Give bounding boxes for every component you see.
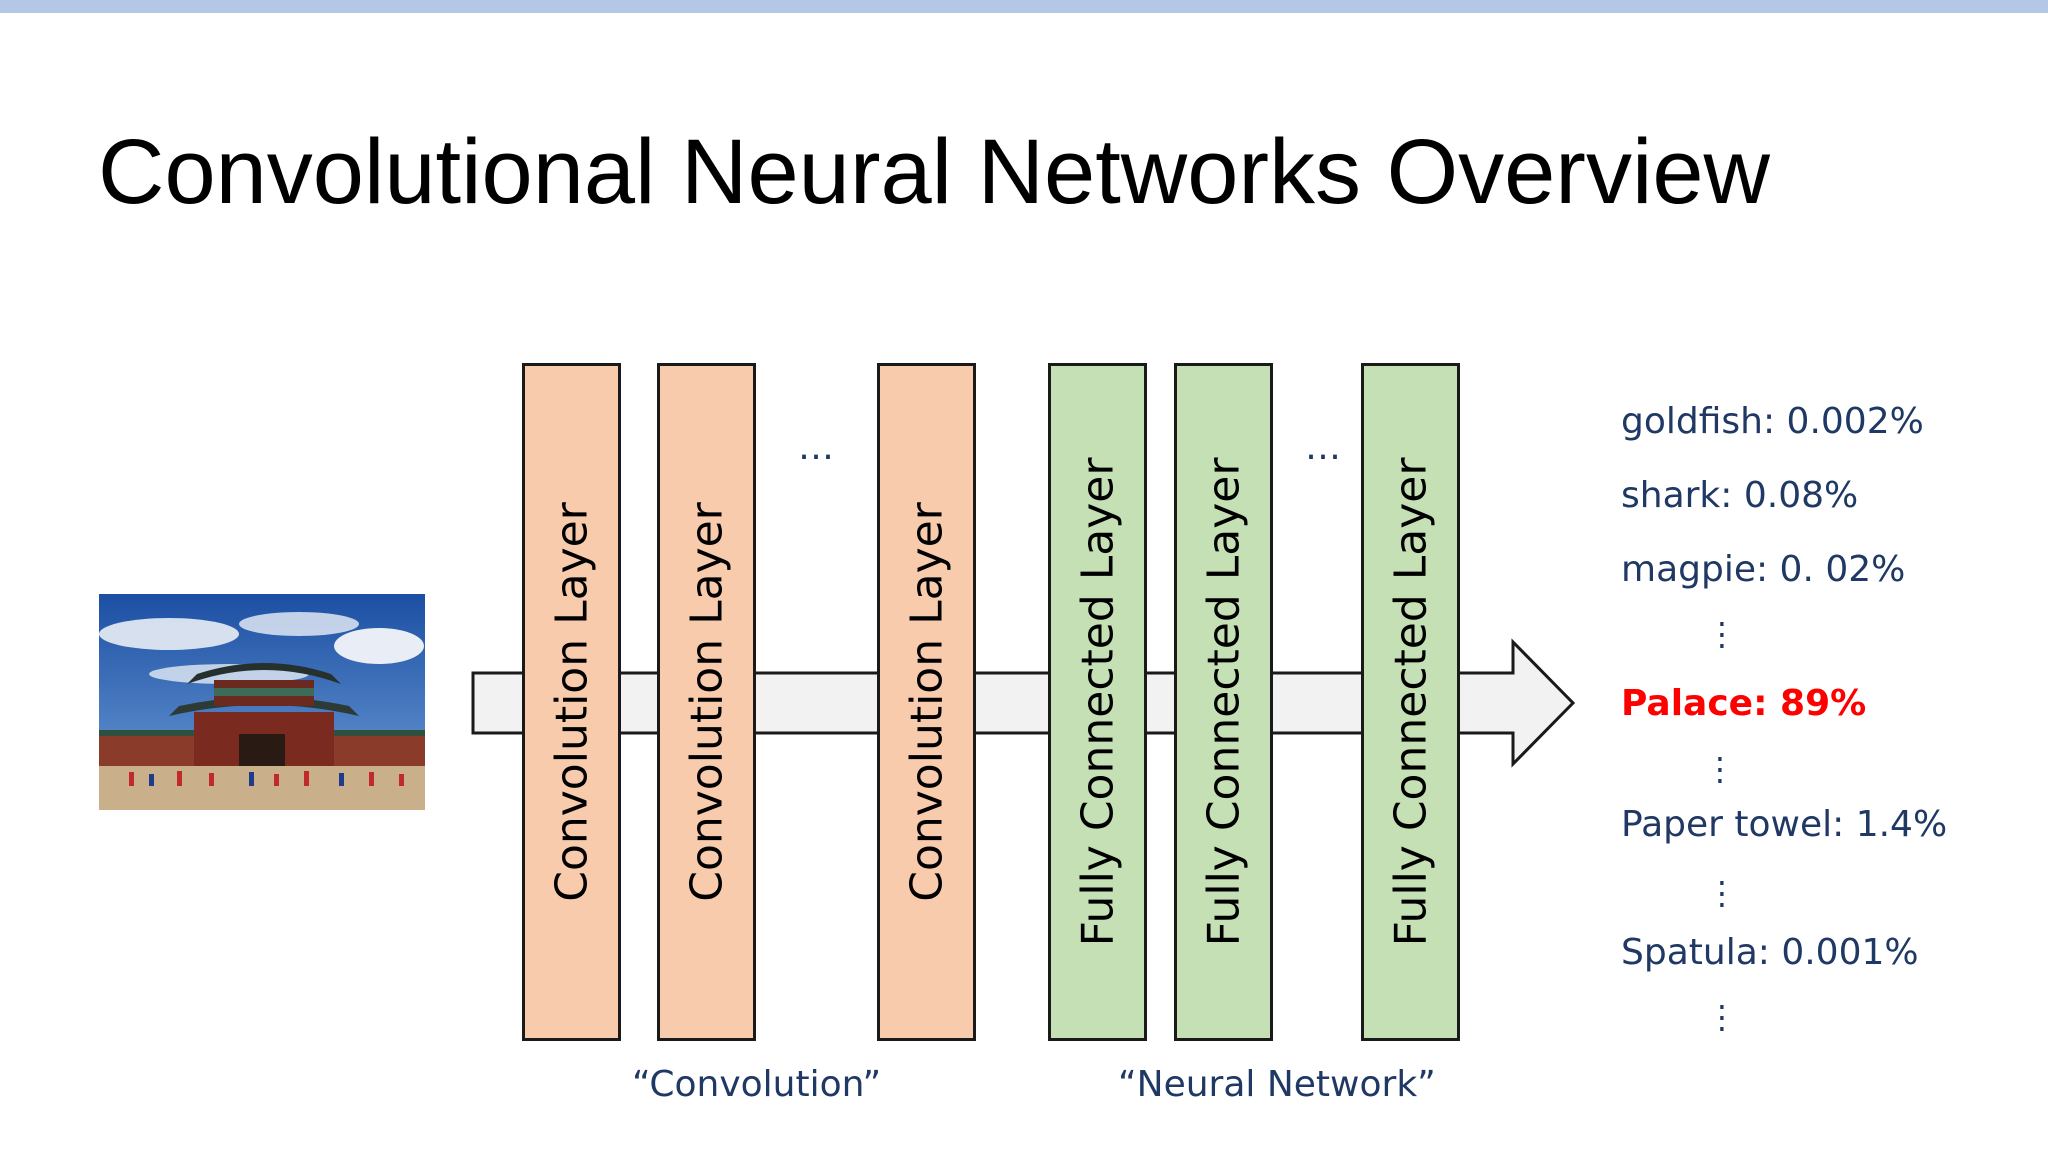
convolution-layer-1: Convolution Layer — [522, 363, 621, 1041]
prediction-paper-towel: Paper towel: 1.4% — [1621, 804, 1948, 845]
prediction-palace: Palace: 89% — [1621, 683, 1867, 724]
layer-label: Convolution Layer — [546, 502, 597, 902]
prediction-vdots-3: ⋮ — [1706, 874, 1738, 912]
layer-label: Fully Connected Layer — [1198, 457, 1249, 947]
prediction-shark: shark: 0.08% — [1621, 475, 1859, 516]
prediction-goldfish: goldfish: 0.002% — [1621, 401, 1924, 442]
prediction-vdots-4: ⋮ — [1706, 998, 1738, 1036]
prediction-vdots-1: ⋮ — [1706, 615, 1738, 653]
layer-label: Fully Connected Layer — [1385, 457, 1436, 947]
input-palace-photo — [99, 594, 425, 810]
conv-ellipsis: … — [798, 427, 834, 468]
prediction-vdots-2: ⋮ — [1704, 750, 1736, 788]
convolution-caption: “Convolution” — [632, 1064, 882, 1105]
fully-connected-layer-3: Fully Connected Layer — [1361, 363, 1460, 1041]
slide-title: Convolutional Neural Networks Overview — [98, 121, 1770, 223]
neural-network-caption: “Neural Network” — [1118, 1064, 1436, 1105]
top-accent-bar — [0, 0, 2048, 13]
layer-label: Fully Connected Layer — [1072, 457, 1123, 947]
layer-label: Convolution Layer — [681, 502, 732, 902]
fully-connected-layer-1: Fully Connected Layer — [1048, 363, 1147, 1041]
layer-label: Convolution Layer — [901, 502, 952, 902]
prediction-magpie: magpie: 0. 02% — [1621, 549, 1906, 590]
fc-ellipsis: … — [1305, 427, 1341, 468]
convolution-layer-3: Convolution Layer — [877, 363, 976, 1041]
convolution-layer-2: Convolution Layer — [657, 363, 756, 1041]
prediction-spatula: Spatula: 0.001% — [1621, 932, 1919, 973]
fully-connected-layer-2: Fully Connected Layer — [1174, 363, 1273, 1041]
flow-arrow-shape — [471, 638, 1576, 768]
